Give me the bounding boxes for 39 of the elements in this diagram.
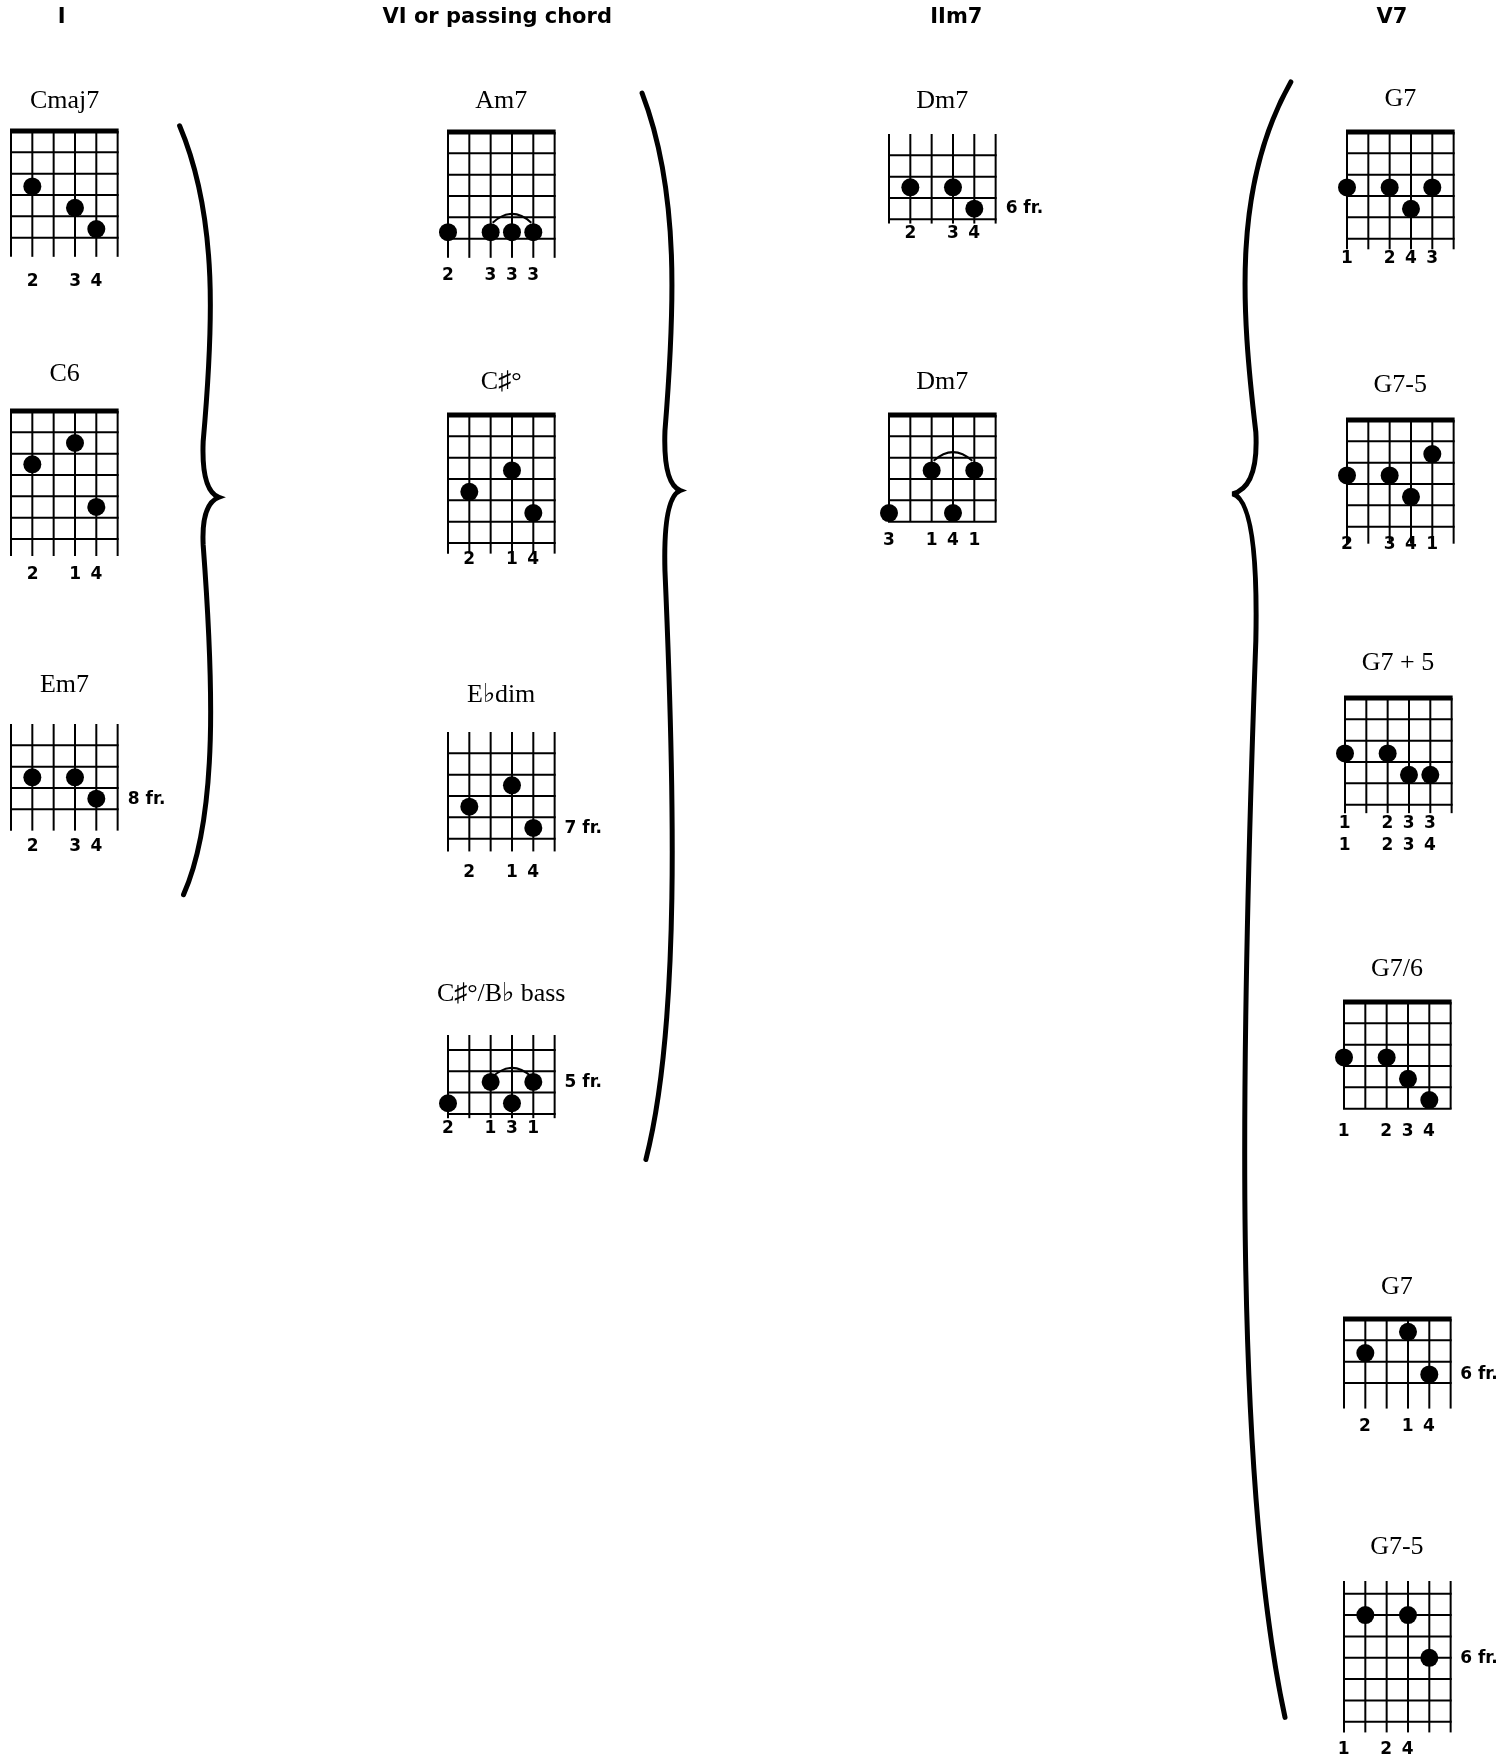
finger-numbers: 1 2 4 [1336, 1737, 1415, 1758]
column-heading: IIm7 [930, 4, 983, 29]
column-heading: V7 [1376, 4, 1408, 29]
chord-name: G7 [1384, 82, 1417, 113]
chord-name: G7-5 [1370, 1530, 1424, 1561]
column-heading: VI or passing chord [382, 4, 612, 29]
finger-numbers: 1 2 3 3 [1337, 811, 1437, 832]
finger-numbers: 2 1 3 1 [440, 1117, 541, 1138]
chord-name: Dm7 [916, 365, 969, 396]
chord-name: Am7 [475, 85, 528, 115]
chord-name: Dm7 [916, 85, 969, 115]
chord-name: G7 [1381, 1271, 1413, 1302]
chord-name: C♯° [480, 365, 522, 396]
finger-numbers: 1 2 4 3 [1340, 247, 1440, 268]
chord-name: G7/6 [1370, 952, 1423, 983]
finger-numbers: 2 3 4 [25, 269, 104, 290]
finger-numbers: 2 1 4 [462, 861, 541, 882]
finger-numbers: 2 3 4 [25, 835, 104, 856]
column-heading: I [57, 4, 66, 29]
chord-name: G7-5 [1373, 369, 1427, 399]
finger-numbers: 2 1 4 [1358, 1414, 1436, 1435]
finger-numbers: 2 3 3 3 [440, 264, 541, 284]
chord-name: Em7 [40, 668, 90, 699]
fret-position: 5 fr. [564, 1070, 603, 1091]
chord-name: E♭dim [467, 677, 536, 709]
finger-numbers: 2 3 4 [903, 222, 982, 243]
finger-numbers: 1 2 3 4 [1336, 1120, 1436, 1141]
finger-numbers: 1 2 3 4 [1337, 834, 1437, 855]
chord-name: C6 [49, 357, 80, 388]
chord-name: C♯°/B♭ bass [436, 977, 566, 1009]
fret-position: 8 fr. [127, 787, 166, 808]
fret-position: 6 fr. [1460, 1646, 1498, 1667]
fret-position: 6 fr. [1460, 1363, 1498, 1384]
fret-position: 6 fr. [1005, 197, 1044, 218]
chord-name: Cmaj7 [29, 85, 100, 115]
fret-position: 7 fr. [564, 816, 603, 837]
chord-name: G7 + 5 [1361, 647, 1435, 678]
finger-numbers: 3 1 4 1 [882, 528, 982, 549]
finger-numbers: 2 1 4 [25, 562, 104, 583]
